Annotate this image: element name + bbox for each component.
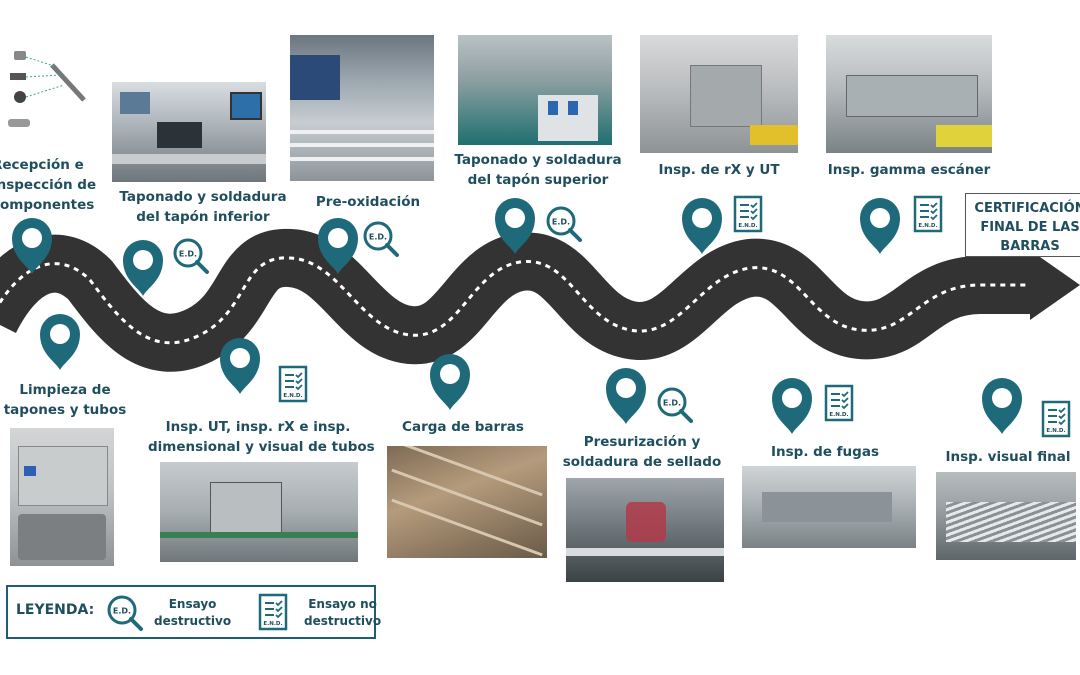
stage-taponado-inferior: Taponado y soldadura del tapón inferior [119,189,287,225]
pin-carga-barras [430,354,470,410]
legend-title: LEYENDA: [16,602,95,618]
stage-insp-visual-final: Insp. visual final [945,449,1071,465]
end-checklist-icon: E.N.D. [824,384,854,422]
legend-ed-magnifier-icon: E.D. [107,595,143,631]
svg-text:E.D.: E.D. [179,250,197,259]
legend-ed-label: Ensayo destructivo [154,597,232,628]
photo-insp-visual-final [936,472,1076,560]
pin-insp-visual-final [982,378,1022,434]
pin-insp-fugas [772,378,812,434]
stage-insp-rx-ut: Insp. de rX y UT [658,162,780,178]
svg-text:E.N.D.: E.N.D. [263,621,282,627]
svg-text:E.N.D.: E.N.D. [918,223,937,229]
svg-text:E.D.: E.D. [663,399,681,408]
svg-text:E.D.: E.D. [369,233,387,242]
stage-recepcion: Recepción e inspección de componentes [0,157,97,213]
certificacion-box: CERTIFICACIÓN FINAL DE LAS BARRAS [965,193,1080,257]
pin-presurizacion [606,368,646,424]
photo-presurizacion [566,478,724,582]
end-checklist-icon: E.N.D. [913,195,943,233]
end-checklist-icon: E.N.D. [733,195,763,233]
photo-insp-ut-tubos [160,462,358,562]
end-checklist-icon: E.N.D. [1041,400,1071,438]
pin-insp-rx-ut [682,198,722,254]
photo-limpieza [10,428,114,566]
stage-limpieza: Limpieza de tapones y tubos [3,382,127,418]
photo-taponado-superior [458,35,612,145]
stage-insp-fugas: Insp. de fugas [771,444,879,460]
photo-carga-barras [387,446,547,558]
stage-taponado-superior: Taponado y soldadura del tapón superior [454,152,622,188]
svg-text:E.N.D.: E.N.D. [738,223,757,229]
svg-text:E.N.D.: E.N.D. [1046,428,1065,434]
stage-presurizacion: Presurización y soldadura de sellado [562,434,722,470]
svg-text:E.D.: E.D. [113,607,131,616]
photo-insp-rx-ut [640,35,798,153]
legend-end-label: Ensayo no destructivo [304,597,382,628]
photo-insp-fugas [742,466,916,548]
photo-taponado-inferior [112,82,266,182]
road-arrow-head [1030,250,1080,320]
road-center-line [0,256,1040,345]
ed-magnifier-icon: E.D. [173,238,209,274]
ed-magnifier-icon: E.D. [363,221,399,257]
pin-insp-ut-tubos [220,338,260,394]
photo-pre-oxidacion [290,35,434,181]
stage-pre-oxidacion: Pre-oxidación [315,194,421,210]
certificacion-label: CERTIFICACIÓN FINAL DE LAS BARRAS [974,201,1080,254]
photo-componentes [2,45,92,140]
ed-magnifier-icon: E.D. [546,206,582,242]
stage-carga-barras: Carga de barras [402,419,524,435]
svg-text:E.N.D.: E.N.D. [829,412,848,418]
svg-text:E.N.D.: E.N.D. [283,393,302,399]
svg-text:E.D.: E.D. [552,218,570,227]
legend: LEYENDA: E.D. Ensayo destructivo E.N.D. … [6,585,381,639]
pin-limpieza [40,314,80,370]
pin-insp-gamma [860,198,900,254]
end-checklist-icon: E.N.D. [278,365,308,403]
legend-end-checklist-icon: E.N.D. [258,593,288,631]
photo-insp-gamma [826,35,992,153]
stage-insp-ut-tubos: Insp. UT, insp. rX e insp. dimensional y… [148,419,375,455]
ed-magnifier-icon: E.D. [657,387,693,423]
stage-insp-gamma: Insp. gamma escáner [827,162,991,178]
